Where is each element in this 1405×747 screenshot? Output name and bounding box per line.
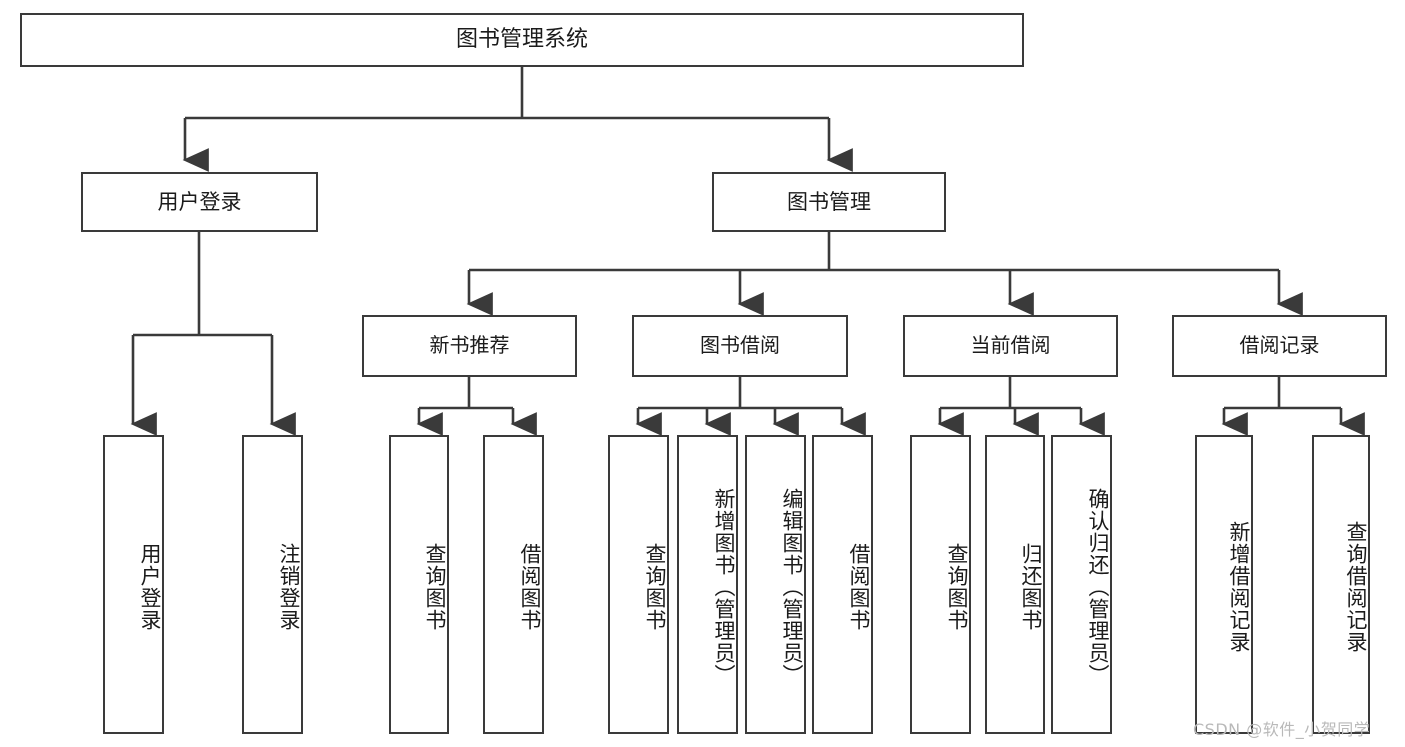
node-current-borrow[interactable]: 当前借阅 [903,315,1118,377]
node-leaf-query-book-rec[interactable]: 查询图书 [389,435,449,734]
node-leaf-label: 归还图书 [1019,542,1043,631]
node-leaf-label: 查询借阅记录 [1344,520,1368,653]
node-leaf-label: 编辑图书（管理员） [780,487,804,686]
node-leaf-add-book-admin[interactable]: 新增图书（管理员） [677,435,738,734]
node-borrow-record[interactable]: 借阅记录 [1172,315,1387,377]
node-leaf-borrow-book-do[interactable]: 借阅图书 [812,435,873,734]
node-leaf-query-book-borrow[interactable]: 查询图书 [608,435,669,734]
node-leaf-label: 借阅图书 [847,542,871,631]
node-leaf-label: 新增图书（管理员） [712,487,736,686]
node-borrow-record-label: 借阅记录 [1239,333,1320,358]
node-leaf-label: 查询图书 [423,542,447,631]
node-book-borrow[interactable]: 图书借阅 [632,315,848,377]
node-user-login-label: 用户登录 [157,189,242,214]
node-book-manage[interactable]: 图书管理 [712,172,946,232]
node-leaf-label: 用户登录 [138,542,162,631]
node-leaf-borrow-book-rec[interactable]: 借阅图书 [483,435,544,734]
node-current-borrow-label: 当前借阅 [970,333,1051,358]
node-leaf-add-borrow-record[interactable]: 新增借阅记录 [1195,435,1253,734]
node-leaf-query-book-current[interactable]: 查询图书 [910,435,971,734]
node-leaf-user-logout[interactable]: 注销登录 [242,435,303,734]
node-leaf-label: 借阅图书 [518,542,542,631]
node-book-borrow-label: 图书借阅 [700,333,780,358]
node-leaf-label: 查询图书 [643,542,667,631]
node-new-book-recommend[interactable]: 新书推荐 [362,315,577,377]
node-book-manage-label: 图书管理 [787,189,871,214]
csdn-watermark: CSDN @软件_小贺同学 [1193,720,1371,739]
node-root-label: 图书管理系统 [455,27,588,53]
node-leaf-label: 新增借阅记录 [1227,520,1251,653]
node-leaf-user-login-do[interactable]: 用户登录 [103,435,164,734]
node-leaf-label: 注销登录 [277,542,301,631]
node-root[interactable]: 图书管理系统 [20,13,1024,67]
node-leaf-label: 查询图书 [945,542,969,631]
node-leaf-label: 确认归还（管理员） [1086,487,1110,686]
node-leaf-query-borrow-record[interactable]: 查询借阅记录 [1312,435,1370,734]
node-leaf-return-book[interactable]: 归还图书 [985,435,1045,734]
node-leaf-confirm-return-admin[interactable]: 确认归还（管理员） [1051,435,1112,734]
node-leaf-edit-book-admin[interactable]: 编辑图书（管理员） [745,435,806,734]
node-user-login[interactable]: 用户登录 [81,172,318,232]
node-new-book-recommend-label: 新书推荐 [429,333,510,358]
